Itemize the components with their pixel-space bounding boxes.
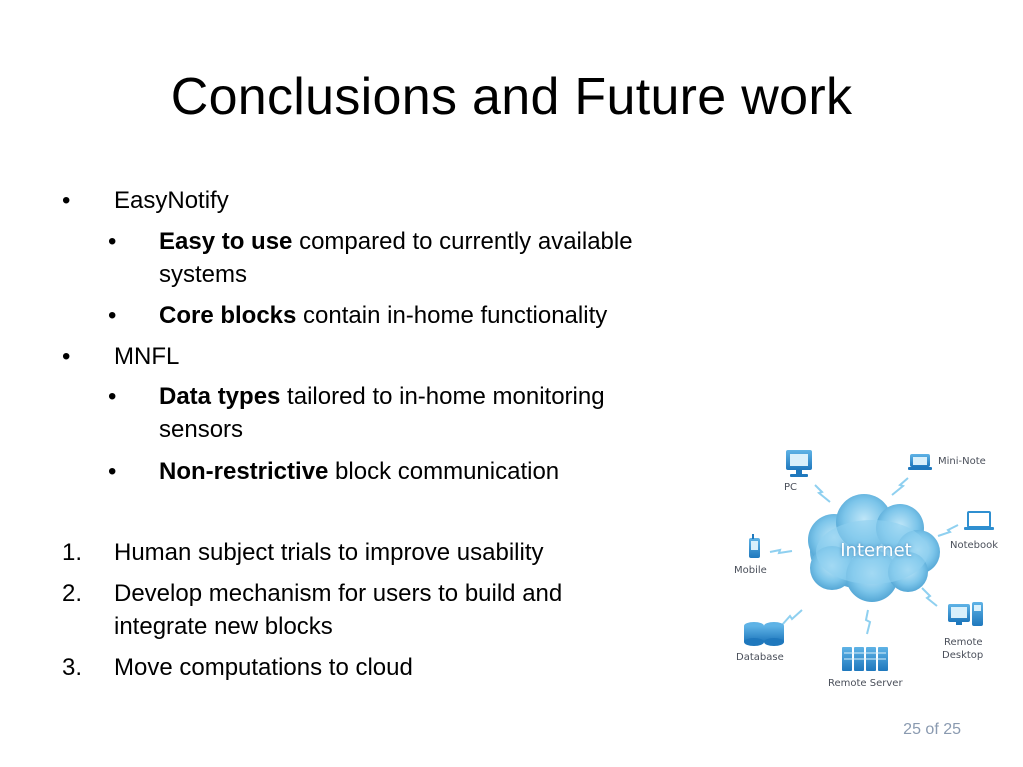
- list-number: 2.: [62, 580, 83, 607]
- remote-server-icon: [842, 647, 888, 671]
- bullet-label: MNFL: [114, 343, 180, 370]
- sub-bullet-continuation: sensors: [159, 416, 244, 443]
- sub-bullet-bold: Core blocks: [159, 302, 297, 329]
- remote-desktop-icon: [948, 602, 983, 626]
- pc-label: PC: [784, 482, 798, 493]
- sub-bullet-continuation: systems: [159, 261, 248, 288]
- list-item-continuation: integrate new blocks: [114, 613, 333, 640]
- list-item-text: Develop mechanism for users to build and: [114, 580, 563, 607]
- arrow-mini-note: [891, 477, 909, 496]
- bullet-label: EasyNotify: [114, 187, 229, 214]
- sub-bullet-bold: Non-restrictive: [159, 458, 329, 485]
- pc-icon: [786, 450, 812, 477]
- database-icon: [744, 622, 784, 646]
- arrow-database: [781, 609, 803, 626]
- bullet-marker: •: [108, 228, 117, 255]
- sub-bullet-rest: contain in-home functionality: [296, 302, 608, 329]
- notebook-label: Notebook: [950, 540, 999, 551]
- mini-note-label: Mini-Note: [938, 456, 986, 467]
- slide-title: Conclusions and Future work: [170, 68, 853, 126]
- sub-bullet-bold: Data types: [159, 383, 281, 410]
- arrow-server: [864, 609, 872, 635]
- arrow-notebook: [937, 524, 959, 537]
- notebook-icon: [964, 511, 994, 530]
- mobile-label: Mobile: [734, 565, 767, 576]
- internet-cloud: [808, 494, 940, 602]
- bullet-marker: •: [62, 343, 71, 370]
- bullet-marker: •: [62, 187, 71, 214]
- sub-bullet-rest: tailored to in-home monitoring: [280, 383, 605, 410]
- sub-bullet-bold: Easy to use: [159, 228, 293, 255]
- bullet-marker: •: [108, 383, 117, 410]
- sub-bullet-text: Data types tailored to in-home monitorin…: [159, 380, 605, 414]
- sub-bullet-text: Core blocks contain in-home functionalit…: [159, 299, 607, 333]
- remote-server-label: Remote Server: [828, 678, 903, 689]
- internet-network-diagram: Internet PC Mini-Note Notebook Mobile Da…: [722, 440, 1012, 700]
- network-diagram-graphics: [744, 450, 994, 671]
- bullet-marker: •: [108, 458, 117, 485]
- sub-bullet-text: Non-restrictive block communication: [159, 455, 559, 489]
- page-number: 25 of 25: [903, 721, 961, 738]
- database-label: Database: [736, 652, 784, 663]
- list-item-text: Move computations to cloud: [114, 654, 413, 681]
- connection-arrows: [769, 477, 959, 635]
- remote-desktop-label: Remote: [944, 637, 983, 648]
- arrow-mobile: [769, 548, 793, 555]
- internet-label: Internet: [840, 540, 912, 561]
- mini-note-icon: [908, 454, 932, 470]
- remote-desktop-label-line2: Desktop: [942, 650, 984, 661]
- sub-bullet-rest: compared to currently available: [292, 228, 633, 255]
- list-number: 1.: [62, 539, 83, 566]
- bullet-marker: •: [108, 302, 117, 329]
- sub-bullet-text: Easy to use compared to currently availa…: [159, 225, 633, 259]
- list-item-text: Human subject trials to improve usabilit…: [114, 539, 544, 566]
- arrow-pc: [814, 484, 831, 503]
- mobile-icon: [749, 534, 760, 558]
- sub-bullet-rest: block communication: [328, 458, 560, 485]
- list-number: 3.: [62, 654, 83, 681]
- arrow-remote-desktop: [921, 587, 938, 607]
